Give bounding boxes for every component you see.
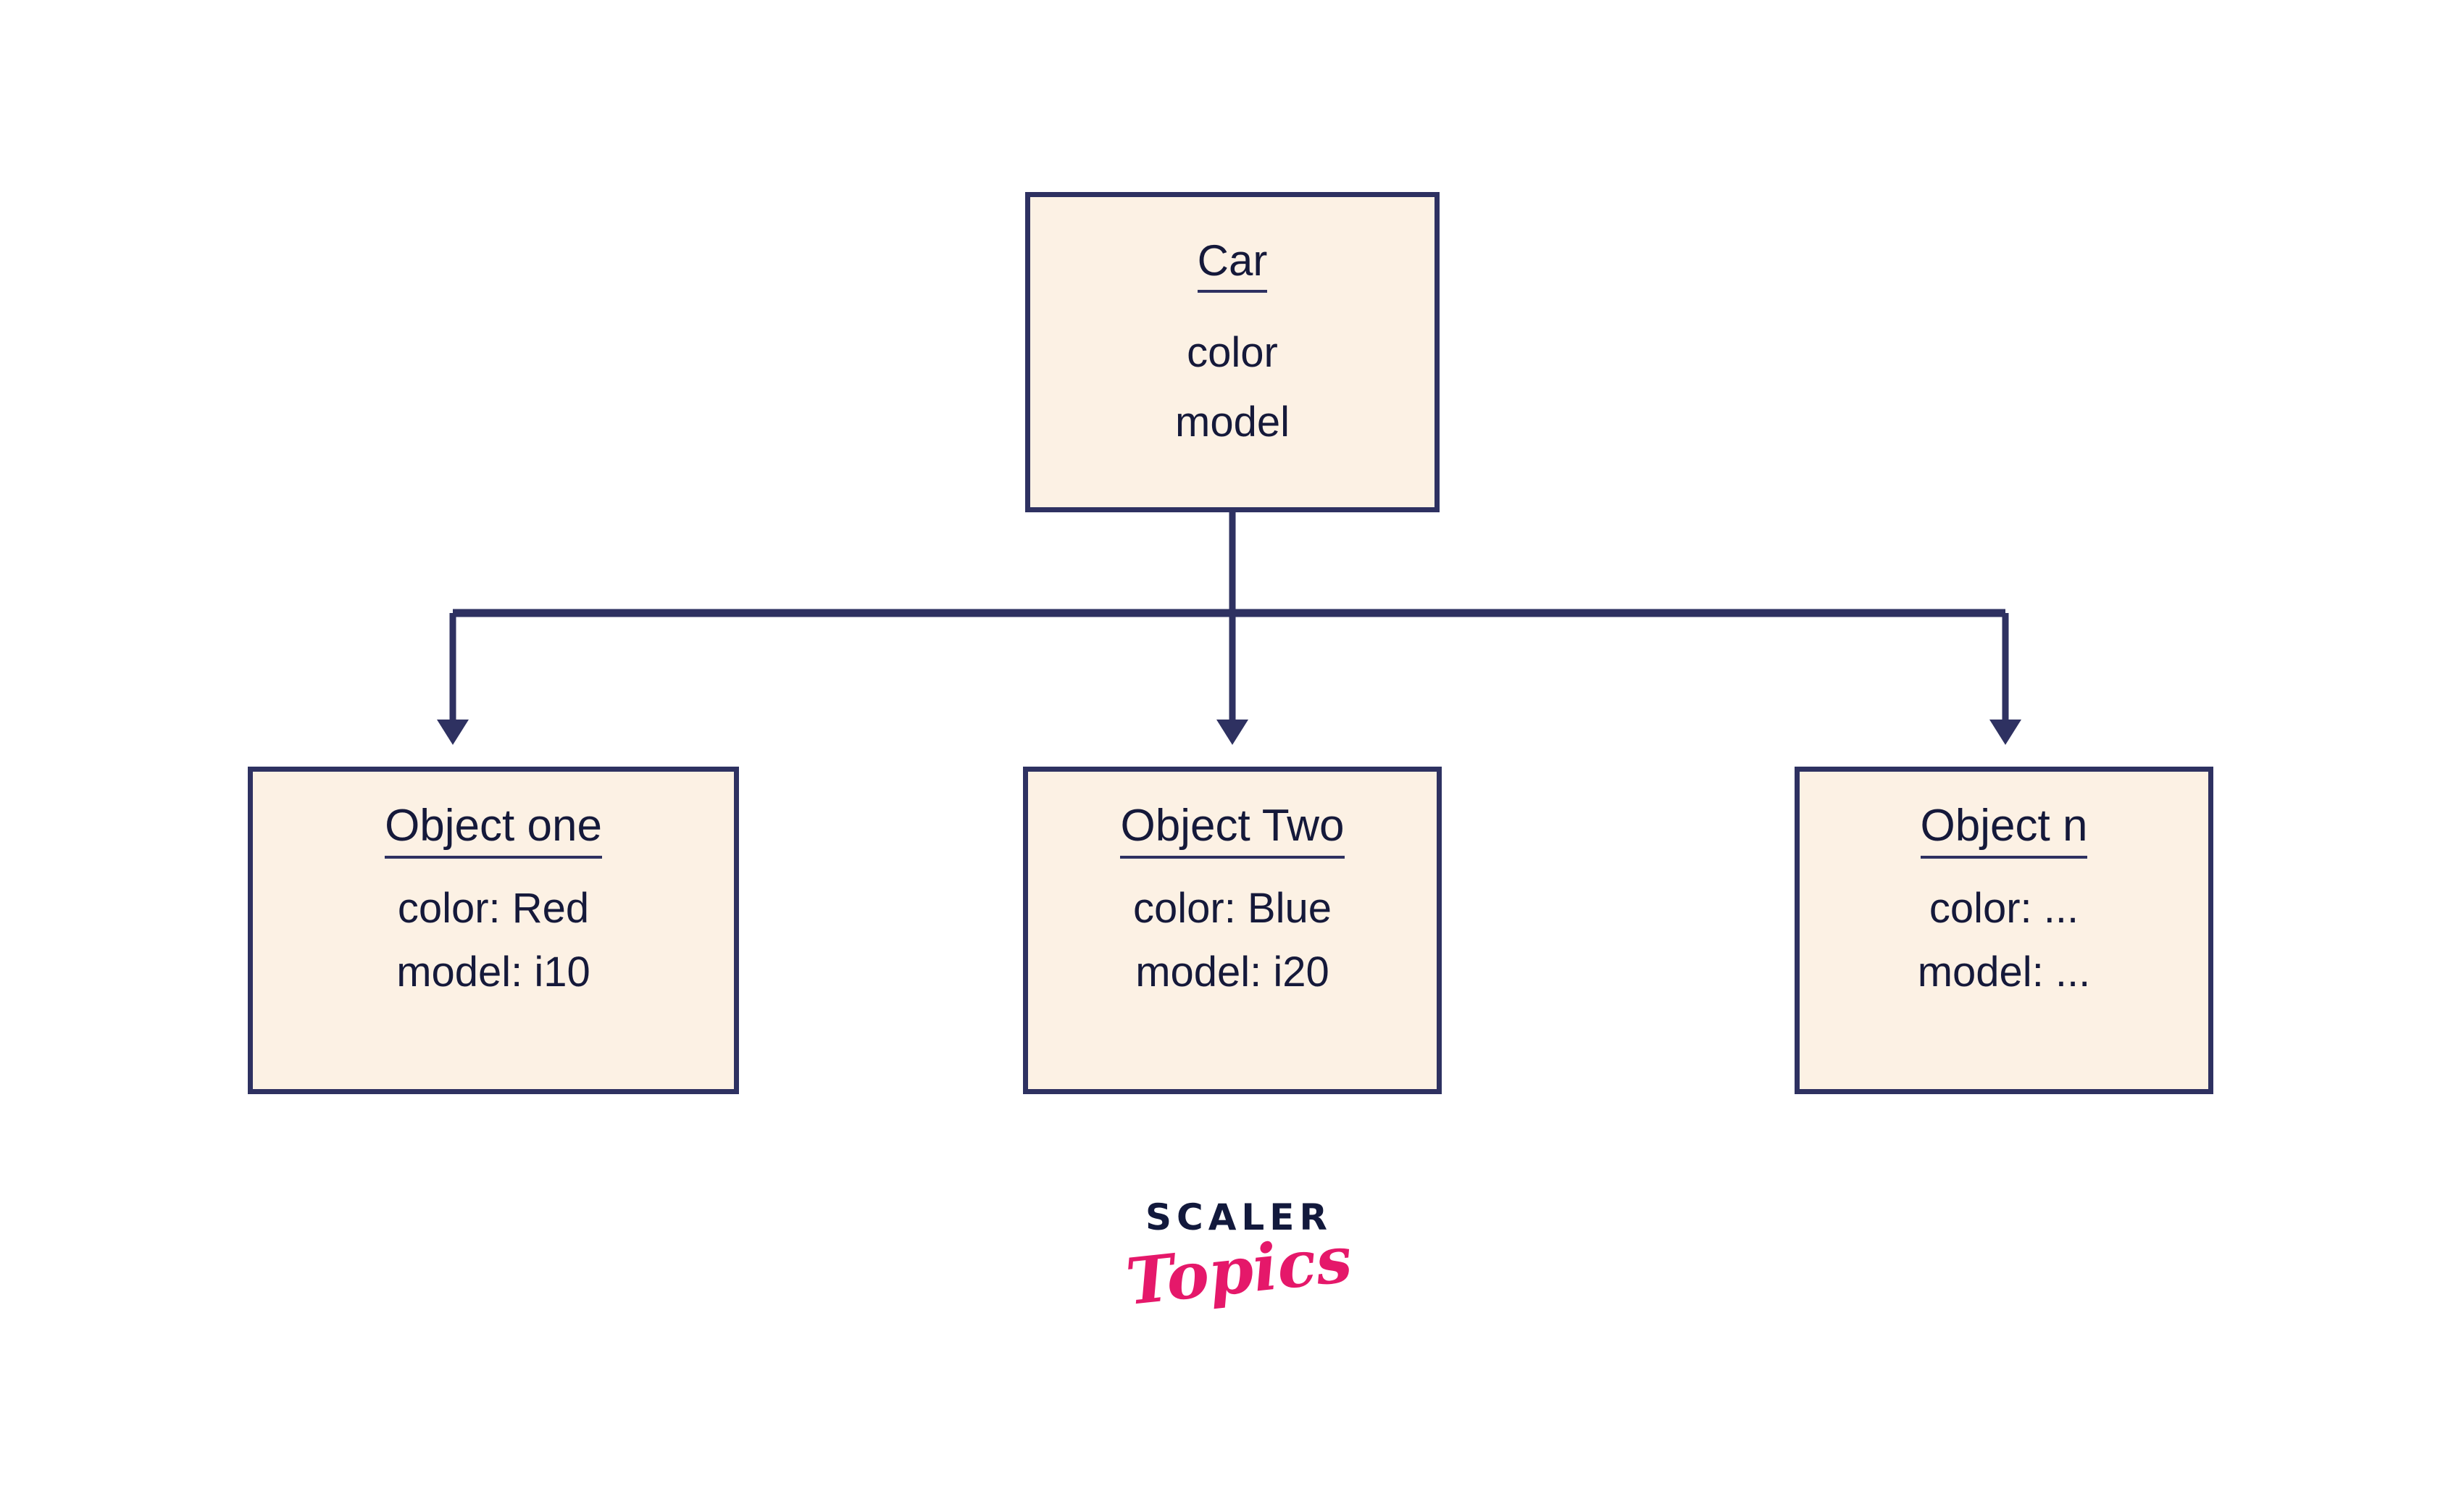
object-attribute: model: i10	[396, 949, 590, 996]
object-attribute-list: color: Red model: i10	[396, 888, 590, 1015]
object-name-label: Object one	[385, 804, 602, 859]
object-attribute-list: color: ... model: ...	[1918, 888, 2091, 1015]
scaler-topics-logo: SCALER Topics	[1116, 1199, 1362, 1373]
object-box-one[interactable]: Object one color: Red model: i10	[248, 767, 739, 1094]
class-attribute: model	[1175, 399, 1290, 446]
arrowhead-child-2	[1989, 720, 2021, 745]
object-attribute: color: ...	[1929, 885, 2079, 932]
object-name-label: Object n	[1920, 804, 2088, 859]
class-name-label: Car	[1197, 239, 1268, 293]
object-box-two[interactable]: Object Two color: Blue model: i20	[1023, 767, 1442, 1094]
class-box-car[interactable]: Car color model	[1025, 192, 1440, 512]
object-name-label: Object Two	[1120, 804, 1345, 859]
class-attribute-list: color model	[1175, 332, 1290, 471]
object-attribute: model: i20	[1135, 949, 1329, 996]
arrowhead-child-0	[437, 720, 469, 745]
class-attribute: color	[1187, 329, 1278, 376]
logo-wordmark-scaler: SCALER	[1145, 1196, 1332, 1238]
arrowhead-child-1	[1216, 720, 1248, 745]
object-attribute-list: color: Blue model: i20	[1133, 888, 1332, 1015]
logo-wordmark-topics: Topics	[1122, 1220, 1356, 1320]
object-attribute: color: Blue	[1132, 885, 1332, 932]
object-attribute: color: Red	[397, 885, 590, 932]
object-attribute: model: ...	[1917, 949, 2091, 996]
object-box-n[interactable]: Object n color: ... model: ...	[1795, 767, 2213, 1094]
